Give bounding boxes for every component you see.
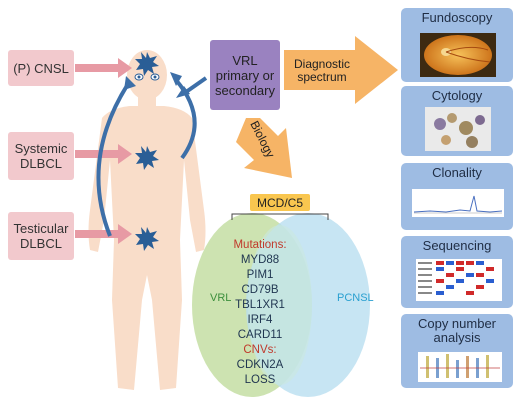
panel-clonality-title: Clonality [432, 165, 482, 180]
venn-vrl-label: VRL [210, 292, 232, 304]
panel-copy-number: Copy number analysis [401, 314, 513, 388]
vrl-primary-secondary-box: VRL primary or secondary [210, 40, 280, 110]
diagnostic-spectrum-label: Diagnostic spectrum [293, 57, 351, 84]
diagnostic-arrow-shape [284, 36, 398, 104]
brain-tumor-icon [135, 52, 159, 76]
panel-cytology-title: Cytology [431, 88, 483, 103]
testicular-dlbcl-box: Testicular DLBCL [8, 212, 74, 260]
blue-arrowheads [124, 72, 190, 98]
pcnsl-box: (P) CNSL [8, 50, 74, 86]
panel-sequencing-title: Sequencing [422, 238, 492, 253]
panel-sequencing: Sequencing [401, 236, 513, 308]
panel-fundoscopy-title: Fundoscopy [421, 10, 493, 25]
mcd-c5-label: MCD/C5 [250, 194, 310, 211]
mcd-bracket [231, 213, 329, 220]
panel-cytology: Cytology [401, 86, 513, 156]
blue-curved-arrows [96, 76, 208, 237]
human-body-figure [88, 50, 206, 390]
abdominal-tumor-icon [135, 146, 159, 170]
panel-copy-number-title: Copy number analysis [417, 316, 497, 345]
panel-fundoscopy: Fundoscopy [401, 8, 513, 82]
venn-pcnsl-label: PCNSL [337, 292, 374, 304]
testicular-tumor-icon [135, 227, 159, 251]
systemic-dlbcl-box: Systemic DLBCL [8, 132, 74, 180]
pink-arrows [75, 58, 132, 244]
biology-arrow-shape [236, 118, 292, 178]
eye-icons [134, 73, 160, 81]
panel-clonality: Clonality [401, 163, 513, 230]
